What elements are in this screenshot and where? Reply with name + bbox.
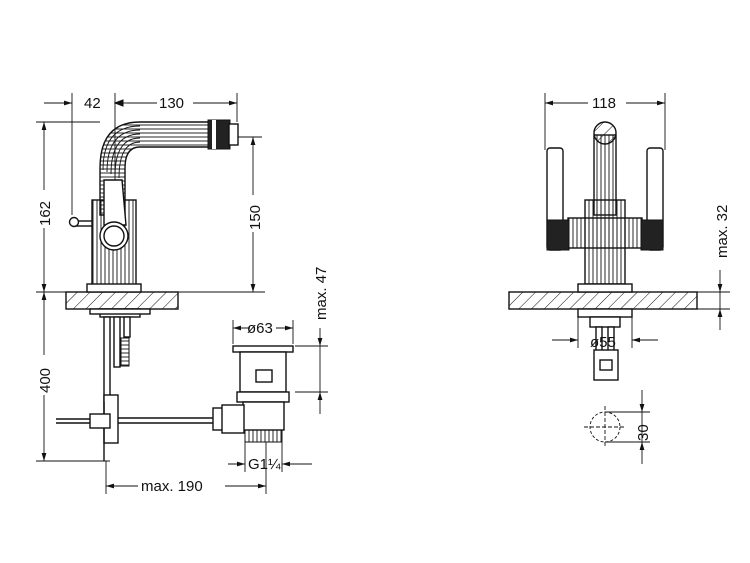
- spout: [99, 119, 239, 216]
- dim-spout-reach-label: 130: [159, 95, 184, 112]
- right-handle: [640, 147, 664, 251]
- dim-total-height: 162: [36, 121, 100, 292]
- dim-total-height-label: 162: [37, 201, 54, 226]
- dim-width-label: 118: [592, 95, 616, 112]
- dim-pop-up-diameter: ø63: [232, 320, 294, 344]
- dim-spout-height: 150: [237, 136, 264, 292]
- dim-width: 118: [544, 93, 666, 150]
- left-handle: [546, 147, 570, 251]
- dim-deck-thickness: max. 32: [697, 205, 731, 330]
- dim-spout-offset-label: 42: [84, 95, 101, 112]
- pop-up-waste: [212, 345, 294, 443]
- dim-spout-offset: 42: [44, 95, 128, 112]
- dim-base-diameter-label: ø55: [590, 334, 616, 351]
- pop-up-knob: [68, 216, 92, 228]
- dim-below-deck-label: 400: [37, 368, 54, 393]
- dim-spout-height-label: 150: [247, 205, 264, 230]
- front-view: 118 m: [508, 93, 731, 464]
- side-view: 42 130 162 150 400: [36, 93, 330, 495]
- dim-thread: G1¼: [228, 442, 312, 473]
- dim-pop-up-height: max. 47: [295, 267, 330, 414]
- dim-deck-thickness-label: max. 32: [714, 205, 731, 258]
- dim-rod-length: max. 190: [105, 442, 267, 495]
- dim-pop-up-height-label: max. 47: [313, 267, 330, 320]
- dim-base-diameter: ø55: [552, 317, 658, 351]
- dim-pop-up-diameter-label: ø63: [247, 320, 273, 337]
- dim-spout-reach: 130: [128, 95, 237, 112]
- dim-below-deck: 400: [36, 292, 110, 462]
- dim-hole-label: 30: [635, 424, 652, 441]
- dim-thread-label: G1¼: [248, 456, 281, 473]
- dim-rod-length-label: max. 190: [141, 478, 203, 495]
- hole-detail: 30: [584, 390, 652, 464]
